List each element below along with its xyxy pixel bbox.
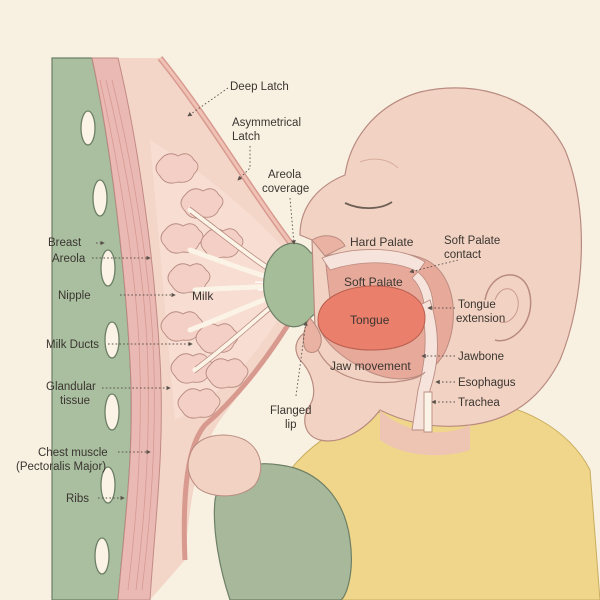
baby-hand — [187, 434, 262, 497]
label-milk-ducts: Milk Ducts — [46, 339, 99, 351]
pectoralis-muscle — [91, 57, 162, 600]
label-areola-coverage-2: coverage — [262, 183, 309, 195]
label-areola: Areola — [52, 253, 86, 265]
muscle-fibers — [99, 79, 155, 591]
label-breast: Breast — [48, 237, 82, 249]
label-jaw-movement: Jaw movement — [330, 359, 411, 373]
glandular-tissue — [155, 153, 249, 419]
label-pectoralis-major: (Pectoralis Major) — [16, 461, 106, 473]
label-ribs: Ribs — [66, 493, 89, 505]
tongue-shape — [317, 285, 426, 351]
jaw — [317, 349, 426, 384]
label-tongue: Tongue — [350, 313, 390, 327]
label-milk: Milk — [192, 289, 214, 303]
label-lip: lip — [285, 419, 297, 431]
label-soft-palate-contact-1: Soft Palate — [444, 235, 500, 247]
label-hard-palate: Hard Palate — [350, 235, 414, 249]
label-trachea: Trachea — [458, 397, 500, 409]
label-latch: Latch — [232, 131, 260, 143]
label-flanged: Flanged — [270, 405, 312, 417]
label-tongue-extension-1: Tongue — [458, 299, 496, 311]
baby-eye — [344, 201, 393, 210]
label-esophagus: Esophagus — [458, 377, 516, 389]
label-tongue-extension-2: extension — [456, 313, 505, 325]
ribs — [80, 110, 120, 575]
label-asymmetrical: Asymmetrical — [232, 117, 301, 129]
label-chest-muscle: Chest muscle — [38, 447, 108, 459]
trachea-tube — [423, 391, 433, 433]
label-tissue: tissue — [60, 395, 90, 407]
label-deep-latch: Deep Latch — [230, 81, 289, 93]
upper-lip — [311, 235, 346, 257]
label-glandular: Glandular — [46, 381, 96, 393]
label-nipple: Nipple — [58, 290, 91, 302]
label-jawbone: Jawbone — [458, 351, 504, 363]
lower-lip — [302, 317, 322, 353]
label-soft-palate-contact-2: contact — [444, 249, 482, 261]
hard-palate — [321, 249, 426, 273]
label-areola-coverage-1: Areola — [268, 169, 302, 181]
labels: Deep Latch Asymmetrical Latch Areola cov… — [16, 81, 516, 505]
baby-ear — [484, 274, 532, 342]
label-soft-palate: Soft Palate — [344, 275, 403, 289]
leader-lines — [92, 87, 459, 501]
